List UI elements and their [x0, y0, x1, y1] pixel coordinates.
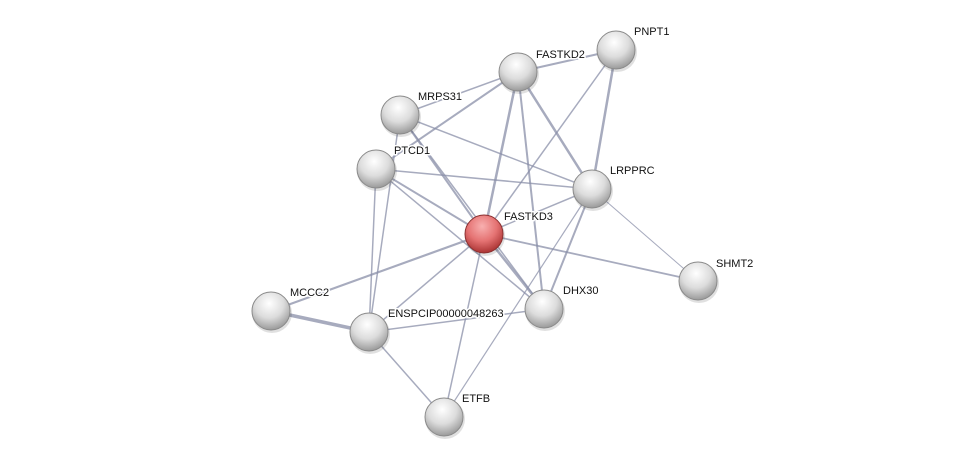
node-sphere[interactable]	[524, 289, 564, 329]
node-label: DHX30	[563, 285, 598, 297]
node-sphere[interactable]	[678, 261, 718, 301]
node-sphere[interactable]	[380, 95, 420, 135]
node-mccc2[interactable]: MCCC2	[251, 286, 331, 333]
node-label: PTCD1	[394, 145, 430, 157]
node-label: ENSPCIP00000048263	[388, 308, 504, 320]
node-label: FASTKD3	[504, 211, 553, 223]
node-sphere[interactable]	[349, 312, 389, 352]
node-label: SHMT2	[716, 258, 753, 270]
edge-fastkd2-fastkd3[interactable]	[482, 71, 520, 235]
node-sphere[interactable]	[498, 52, 538, 92]
node-pnpt1[interactable]: PNPT1	[596, 25, 671, 72]
node-label: MCCC2	[290, 287, 329, 299]
node-mrps31[interactable]: MRPS31	[380, 90, 464, 137]
edge-lrpprc-shmt2[interactable]	[591, 188, 699, 282]
node-label: ETFB	[462, 393, 490, 405]
edge-ptcd1-enspcip[interactable]	[368, 168, 377, 333]
node-sphere[interactable]	[572, 169, 612, 209]
edge-ptcd1-lrpprc[interactable]	[375, 168, 593, 190]
node-enspcip[interactable]: ENSPCIP00000048263	[349, 307, 505, 354]
node-label: FASTKD2	[536, 49, 585, 61]
edge-fastkd3-shmt2[interactable]	[483, 233, 699, 282]
node-sphere[interactable]	[464, 214, 504, 254]
edge-fastkd2-ptcd1[interactable]	[375, 71, 519, 170]
edge-lrpprc-dhx30[interactable]	[543, 188, 593, 310]
node-sphere[interactable]	[596, 30, 636, 70]
node-etfb[interactable]: ETFB	[424, 392, 492, 439]
edge-fastkd2-mrps31[interactable]	[399, 71, 519, 116]
edge-fastkd3-enspcip[interactable]	[368, 233, 485, 333]
node-sphere[interactable]	[424, 397, 464, 437]
edge-fastkd3-etfb[interactable]	[443, 233, 485, 418]
node-ptcd1[interactable]: PTCD1	[356, 144, 432, 191]
node-sphere[interactable]	[356, 149, 396, 189]
node-label: LRPPRC	[610, 165, 655, 177]
edge-fastkd3-mccc2[interactable]	[270, 232, 485, 313]
node-lrpprc[interactable]: LRPPRC	[572, 164, 656, 211]
edge-mrps31-lrpprc[interactable]	[399, 114, 593, 190]
edge-ptcd1-dhx30[interactable]	[375, 168, 545, 310]
edge-mrps31-enspcip[interactable]	[368, 114, 401, 333]
edge-ptcd1-fastkd3[interactable]	[375, 168, 485, 235]
edge-lrpprc-etfb[interactable]	[443, 188, 593, 418]
edge-mrps31-dhx30[interactable]	[399, 114, 545, 310]
node-label: MRPS31	[418, 91, 462, 103]
edge-enspcip-dhx30[interactable]	[368, 308, 545, 333]
node-shmt2[interactable]: SHMT2	[678, 257, 755, 303]
edge-fastkd2-lrpprc[interactable]	[516, 71, 594, 190]
edges	[270, 49, 699, 418]
node-fastkd3[interactable]: FASTKD3	[464, 210, 554, 256]
node-sphere[interactable]	[251, 291, 291, 331]
node-fastkd2[interactable]: FASTKD2	[498, 48, 586, 94]
edge-pnpt1-fastkd3[interactable]	[483, 49, 617, 235]
edge-pnpt1-lrpprc[interactable]	[590, 49, 618, 190]
node-label: PNPT1	[634, 26, 669, 38]
node-dhx30[interactable]: DHX30	[524, 284, 600, 331]
